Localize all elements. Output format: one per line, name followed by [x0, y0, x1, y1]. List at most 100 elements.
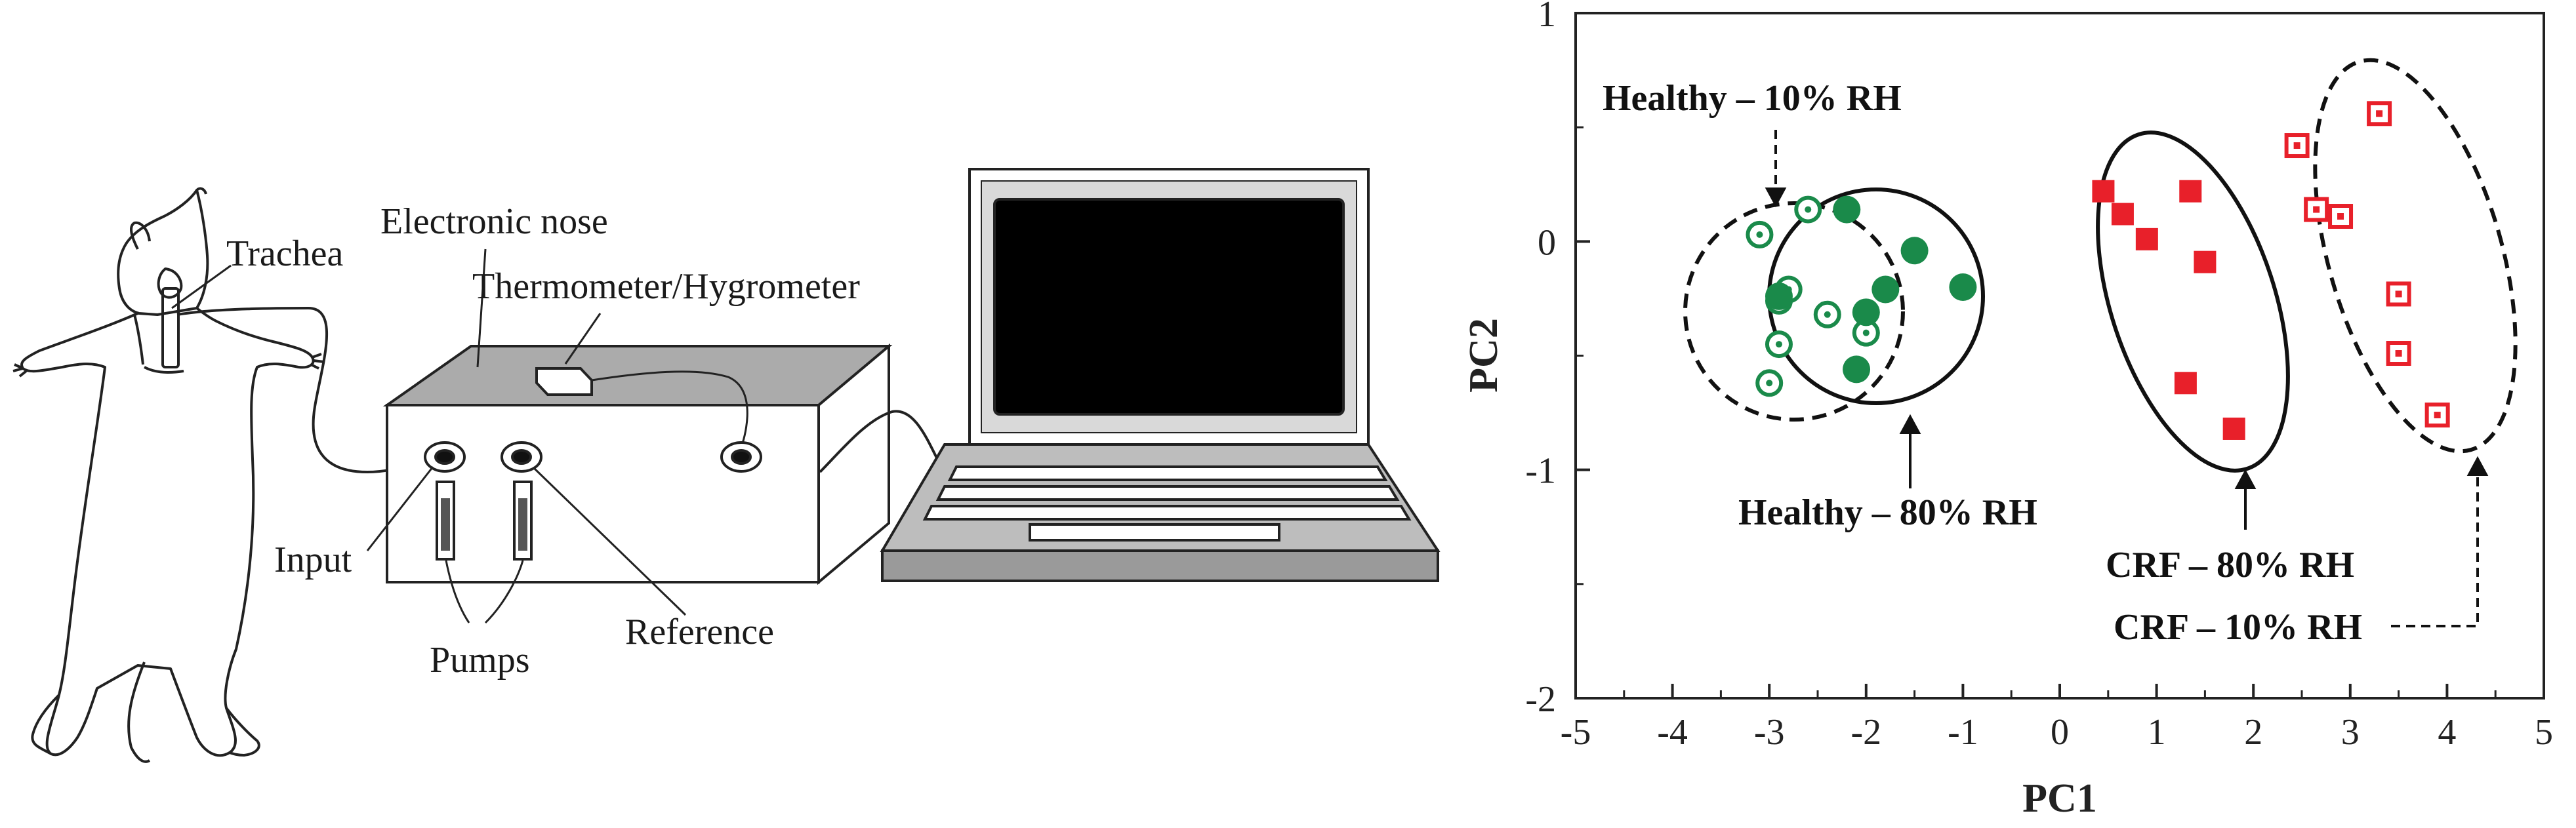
- arrow-healthy-10rh-head: [1765, 187, 1787, 208]
- reference-leader: [533, 467, 687, 616]
- pumps-leader-right: [484, 560, 524, 624]
- label-reference: Reference: [625, 612, 774, 652]
- point-crf-10-rh: [2284, 133, 2310, 159]
- laptop-cable: [819, 410, 946, 473]
- x-tick-label: 3: [2341, 712, 2360, 753]
- x-tick-label: -3: [1754, 712, 1785, 753]
- x-tick-label: -2: [1850, 712, 1881, 753]
- key-row-3: [922, 505, 1412, 521]
- x-axis-label: PC1: [2022, 776, 2097, 821]
- electronic-nose-leader: [476, 248, 487, 368]
- rat-body: [20, 307, 315, 757]
- point-healthy-80-rh: [1871, 275, 1900, 304]
- diagram-leaders: [171, 248, 687, 624]
- y-tick-label: -1: [1525, 451, 1556, 492]
- point-healthy-80-rh: [1843, 355, 1871, 384]
- rat-foot-left: [31, 694, 60, 755]
- point-healthy-10-rh: [1746, 220, 1774, 248]
- trachea-tube: [161, 287, 180, 368]
- laptop-screen: [993, 198, 1345, 416]
- label-input: Input: [274, 540, 352, 580]
- ellipse-crf-10rh: [2313, 58, 2518, 454]
- rat-snout: [195, 187, 207, 195]
- arrow-crf-10rh: [2391, 467, 2479, 627]
- rat-paw-left: [12, 363, 28, 378]
- laptop: [880, 168, 1441, 582]
- y-tick-label: 1: [1538, 0, 1556, 35]
- pump-right-fill: [518, 498, 527, 551]
- trachea-leader: [171, 264, 232, 309]
- input-port-core: [434, 449, 455, 465]
- rat-tail: [127, 661, 151, 763]
- point-crf-10-rh: [2304, 197, 2329, 222]
- point-healthy-80-rh: [1900, 237, 1929, 265]
- x-tick-label: -5: [1561, 712, 1591, 753]
- point-healthy-80-rh: [1852, 298, 1880, 326]
- key-row-2: [935, 485, 1400, 501]
- point-crf-80-rh: [2194, 250, 2217, 273]
- y-axis-ticks: 10-1-2: [1525, 0, 1590, 720]
- point-healthy-10-rh: [1755, 369, 1784, 397]
- rat-foot-right: [225, 707, 260, 757]
- x-tick-label: 2: [2244, 712, 2262, 753]
- pump-left-fill: [441, 498, 450, 551]
- rat-paw-right: [310, 353, 325, 370]
- key-row-1: [947, 465, 1388, 481]
- point-crf-10-rh: [2386, 281, 2411, 307]
- point-healthy-80-rh: [1765, 282, 1793, 310]
- point-crf-10-rh: [2367, 101, 2392, 127]
- point-crf-80-rh: [2174, 372, 2197, 395]
- point-crf-10-rh: [2328, 204, 2354, 229]
- pumps-leader-left: [445, 560, 470, 623]
- point-healthy-80-rh: [1833, 195, 1861, 224]
- label-healthy-10rh: Healthy – 10% RH: [1603, 78, 1902, 119]
- ellipse-crf-80rh: [2096, 130, 2290, 473]
- point-crf-80-rh: [2111, 203, 2134, 226]
- x-tick-label: 5: [2535, 712, 2553, 753]
- label-pumps: Pumps: [430, 640, 530, 680]
- point-crf-80-rh: [2222, 417, 2245, 440]
- point-healthy-10-rh: [1794, 195, 1822, 224]
- y-tick-label: 0: [1538, 222, 1556, 263]
- point-healthy-10-rh: [1813, 300, 1841, 328]
- point-healthy-80-rh: [1949, 273, 1977, 301]
- label-thermometer: Thermometer/Hygrometer: [472, 266, 860, 307]
- point-crf-10-rh: [2386, 341, 2411, 366]
- ellipse-healthy-10rh: [1683, 201, 1905, 422]
- data-points: [1746, 101, 2450, 440]
- point-crf-80-rh: [2135, 227, 2158, 250]
- point-crf-80-rh: [2179, 180, 2202, 203]
- arrow-crf-80rh-head: [2234, 469, 2257, 489]
- thermometer-leader: [564, 313, 602, 365]
- reference-port-core: [511, 449, 532, 465]
- x-tick-label: 4: [2438, 712, 2456, 753]
- label-crf-80rh: CRF – 80% RH: [2106, 545, 2354, 585]
- arrow-healthy-80rh-head: [1899, 414, 1921, 434]
- label-crf-10rh: CRF – 10% RH: [2114, 607, 2362, 648]
- x-tick-label: -1: [1948, 712, 1978, 753]
- laptop-trackpad: [1029, 523, 1280, 542]
- rat-neck-lines: [133, 314, 184, 374]
- point-crf-80-rh: [2092, 180, 2115, 203]
- annotation-labels: Healthy – 10% RH Healthy – 80% RH CRF – …: [1603, 78, 2362, 648]
- input-leader: [366, 466, 434, 551]
- laptop-base-front: [881, 549, 1439, 582]
- x-tick-label: 0: [2051, 712, 2069, 753]
- rat-ear-left: [129, 221, 151, 250]
- rat-neck-opening: [157, 267, 183, 299]
- label-electronic-nose: Electronic nose: [380, 201, 608, 242]
- point-crf-10-rh: [2424, 403, 2450, 428]
- rat-illustration: [12, 187, 325, 763]
- y-axis-label: PC2: [1462, 318, 1506, 393]
- point-healthy-10-rh: [1765, 330, 1793, 359]
- e-nose-top: [382, 345, 893, 406]
- diagram-labels: Electronic nose Thermometer/Hygrometer T…: [226, 201, 860, 680]
- thermometer-module: [535, 367, 593, 396]
- hygrometer-port-core: [731, 449, 752, 465]
- e-nose-front: [386, 404, 820, 583]
- input-tubing: [176, 306, 447, 474]
